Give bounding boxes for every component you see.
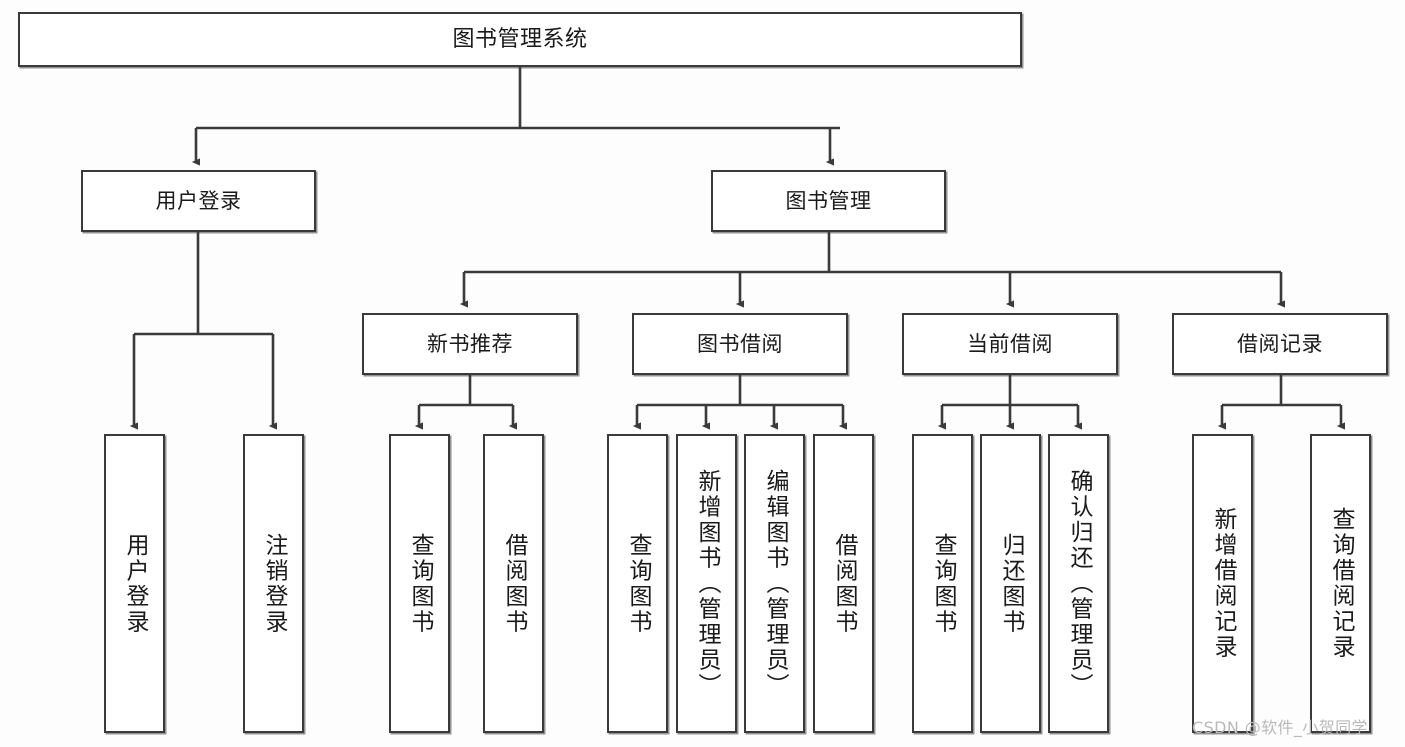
node-leaf-query-borrow-record[interactable]: 查询借阅记录 bbox=[1310, 434, 1371, 733]
watermark-text: CSDN @软件_小贺同学 bbox=[1192, 718, 1368, 737]
node-label: 当前借阅 bbox=[967, 331, 1053, 356]
node-leaf-logout[interactable]: 注销登录 bbox=[243, 434, 304, 733]
node-label: 新书推荐 bbox=[427, 331, 513, 356]
node-book-borrow[interactable]: 图书借阅 bbox=[632, 313, 848, 375]
node-label: 编辑图书（管理员） bbox=[762, 468, 788, 699]
node-leaf-borrow-book-recommend[interactable]: 借阅图书 bbox=[483, 434, 544, 733]
node-label: 查询图书 bbox=[625, 532, 651, 635]
node-label: 图书管理系统 bbox=[452, 26, 588, 52]
node-label: 图书管理 bbox=[785, 188, 872, 213]
node-leaf-edit-book[interactable]: 编辑图书（管理员） bbox=[744, 434, 805, 733]
node-root-book-management-system[interactable]: 图书管理系统 bbox=[18, 12, 1022, 67]
node-label: 借阅图书 bbox=[831, 532, 857, 635]
node-label: 新增借阅记录 bbox=[1210, 507, 1236, 660]
node-leaf-query-book-current[interactable]: 查询图书 bbox=[912, 434, 973, 733]
node-label: 查询借阅记录 bbox=[1328, 507, 1354, 660]
node-leaf-return-book[interactable]: 归还图书 bbox=[980, 434, 1041, 733]
node-new-book-recommend[interactable]: 新书推荐 bbox=[362, 313, 578, 375]
node-label: 用户登录 bbox=[122, 532, 148, 635]
node-user-login[interactable]: 用户登录 bbox=[81, 170, 316, 232]
node-leaf-query-book-recommend[interactable]: 查询图书 bbox=[389, 434, 450, 733]
node-leaf-query-book-borrow[interactable]: 查询图书 bbox=[607, 434, 668, 733]
node-book-management[interactable]: 图书管理 bbox=[711, 170, 946, 232]
node-label: 新增图书（管理员） bbox=[694, 468, 720, 699]
node-leaf-user-login[interactable]: 用户登录 bbox=[104, 434, 165, 733]
node-label: 借阅图书 bbox=[501, 532, 527, 635]
node-label: 查询图书 bbox=[407, 532, 433, 635]
node-leaf-borrow-book[interactable]: 借阅图书 bbox=[813, 434, 874, 733]
node-label: 查询图书 bbox=[930, 532, 956, 635]
node-leaf-add-book[interactable]: 新增图书（管理员） bbox=[676, 434, 737, 733]
node-current-borrow[interactable]: 当前借阅 bbox=[902, 313, 1118, 375]
node-label: 确认归还（管理员） bbox=[1066, 468, 1092, 699]
node-leaf-confirm-return[interactable]: 确认归还（管理员） bbox=[1048, 434, 1109, 733]
node-leaf-add-borrow-record[interactable]: 新增借阅记录 bbox=[1192, 434, 1253, 733]
node-label: 借阅记录 bbox=[1237, 331, 1323, 356]
node-label: 归还图书 bbox=[998, 532, 1024, 635]
node-label: 用户登录 bbox=[155, 188, 242, 213]
node-borrow-record[interactable]: 借阅记录 bbox=[1172, 313, 1388, 375]
node-label: 注销登录 bbox=[261, 532, 287, 635]
node-label: 图书借阅 bbox=[697, 331, 783, 356]
